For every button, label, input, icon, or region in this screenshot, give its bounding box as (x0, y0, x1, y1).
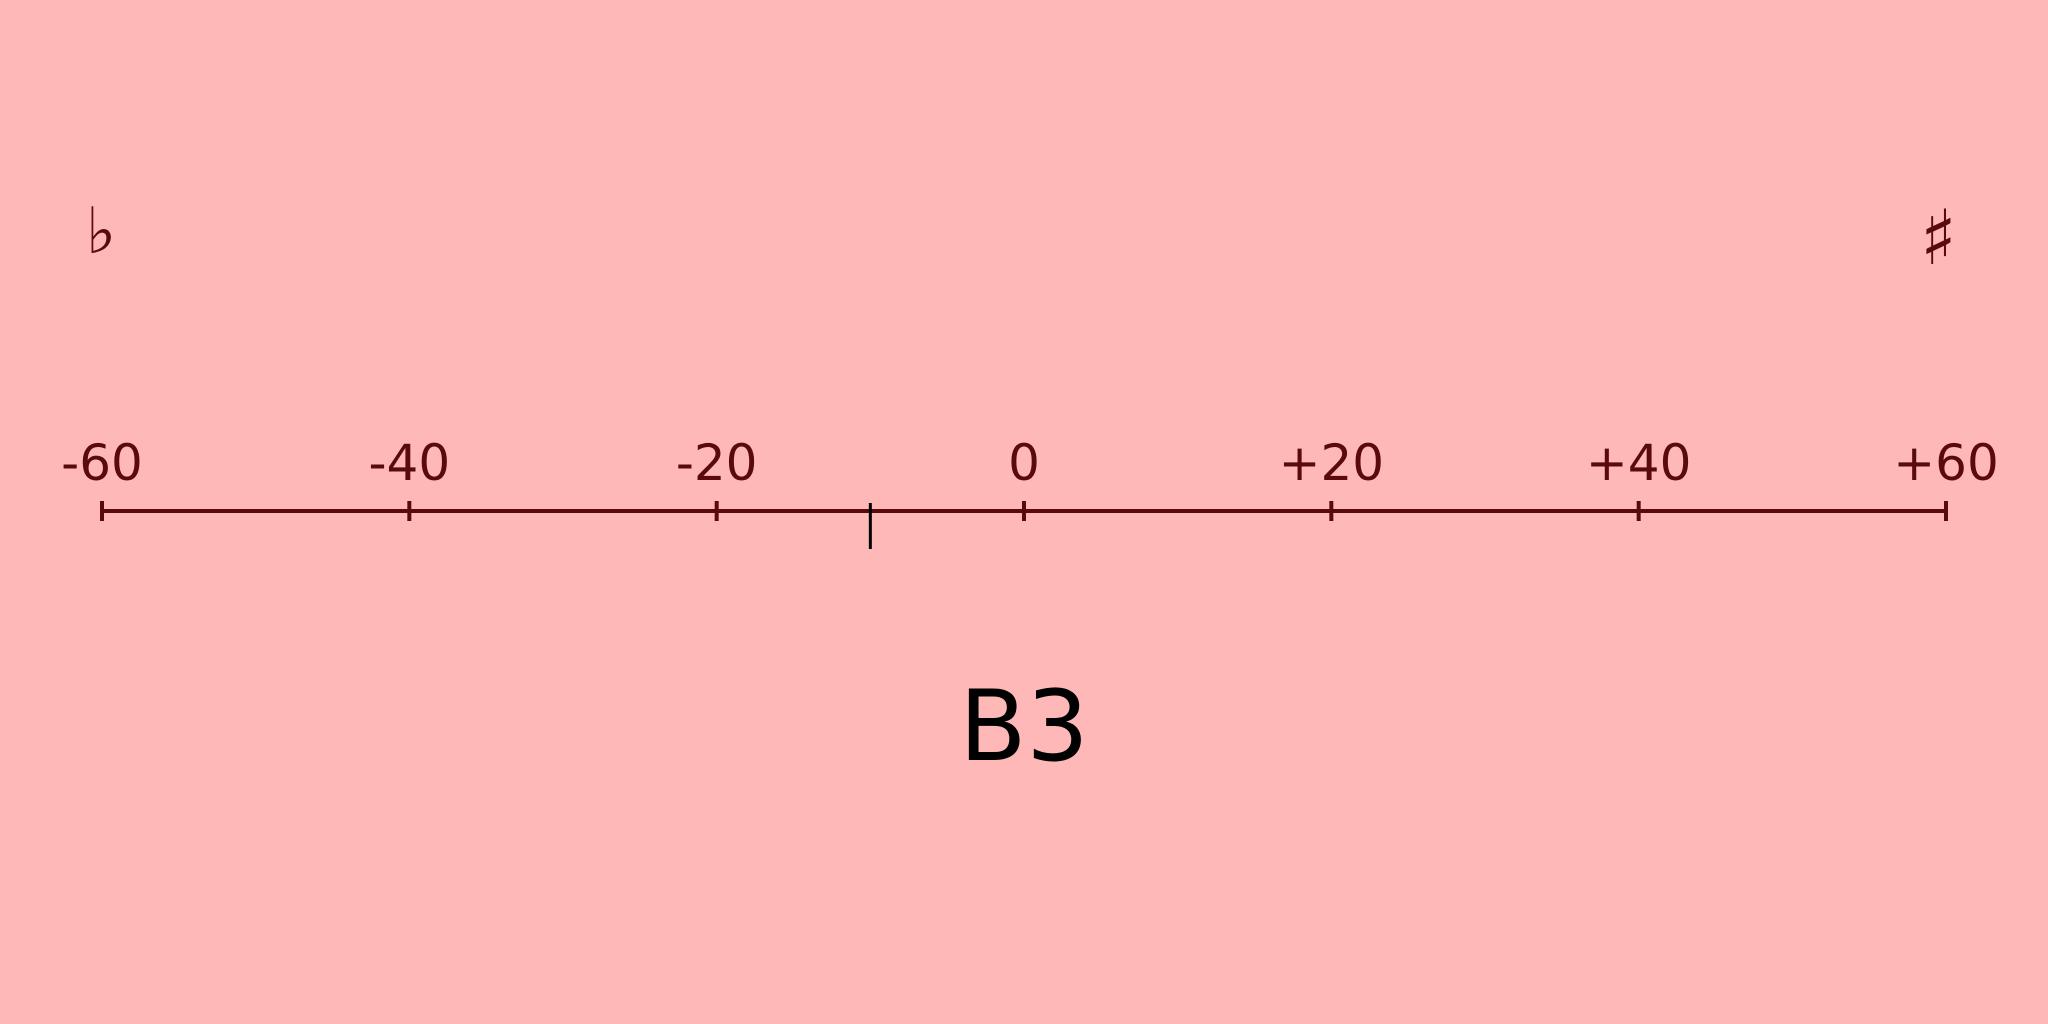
tick-label-minus-60: -60 (61, 434, 143, 492)
detected-note: B3 (959, 670, 1089, 784)
scale-ticks (100, 501, 1948, 521)
tick-label-minus-40: -40 (368, 434, 451, 492)
flat-icon: ♭ (86, 195, 117, 269)
tick-label-0: 0 (1008, 434, 1040, 492)
tick-label-plus-40: +40 (1585, 434, 1692, 492)
tick-label-minus-20: -20 (675, 434, 758, 492)
tick-label-plus-60: +60 (1893, 434, 1999, 492)
sharp-icon: ♯ (1920, 193, 1957, 282)
tick-label-plus-20: +20 (1278, 434, 1385, 492)
